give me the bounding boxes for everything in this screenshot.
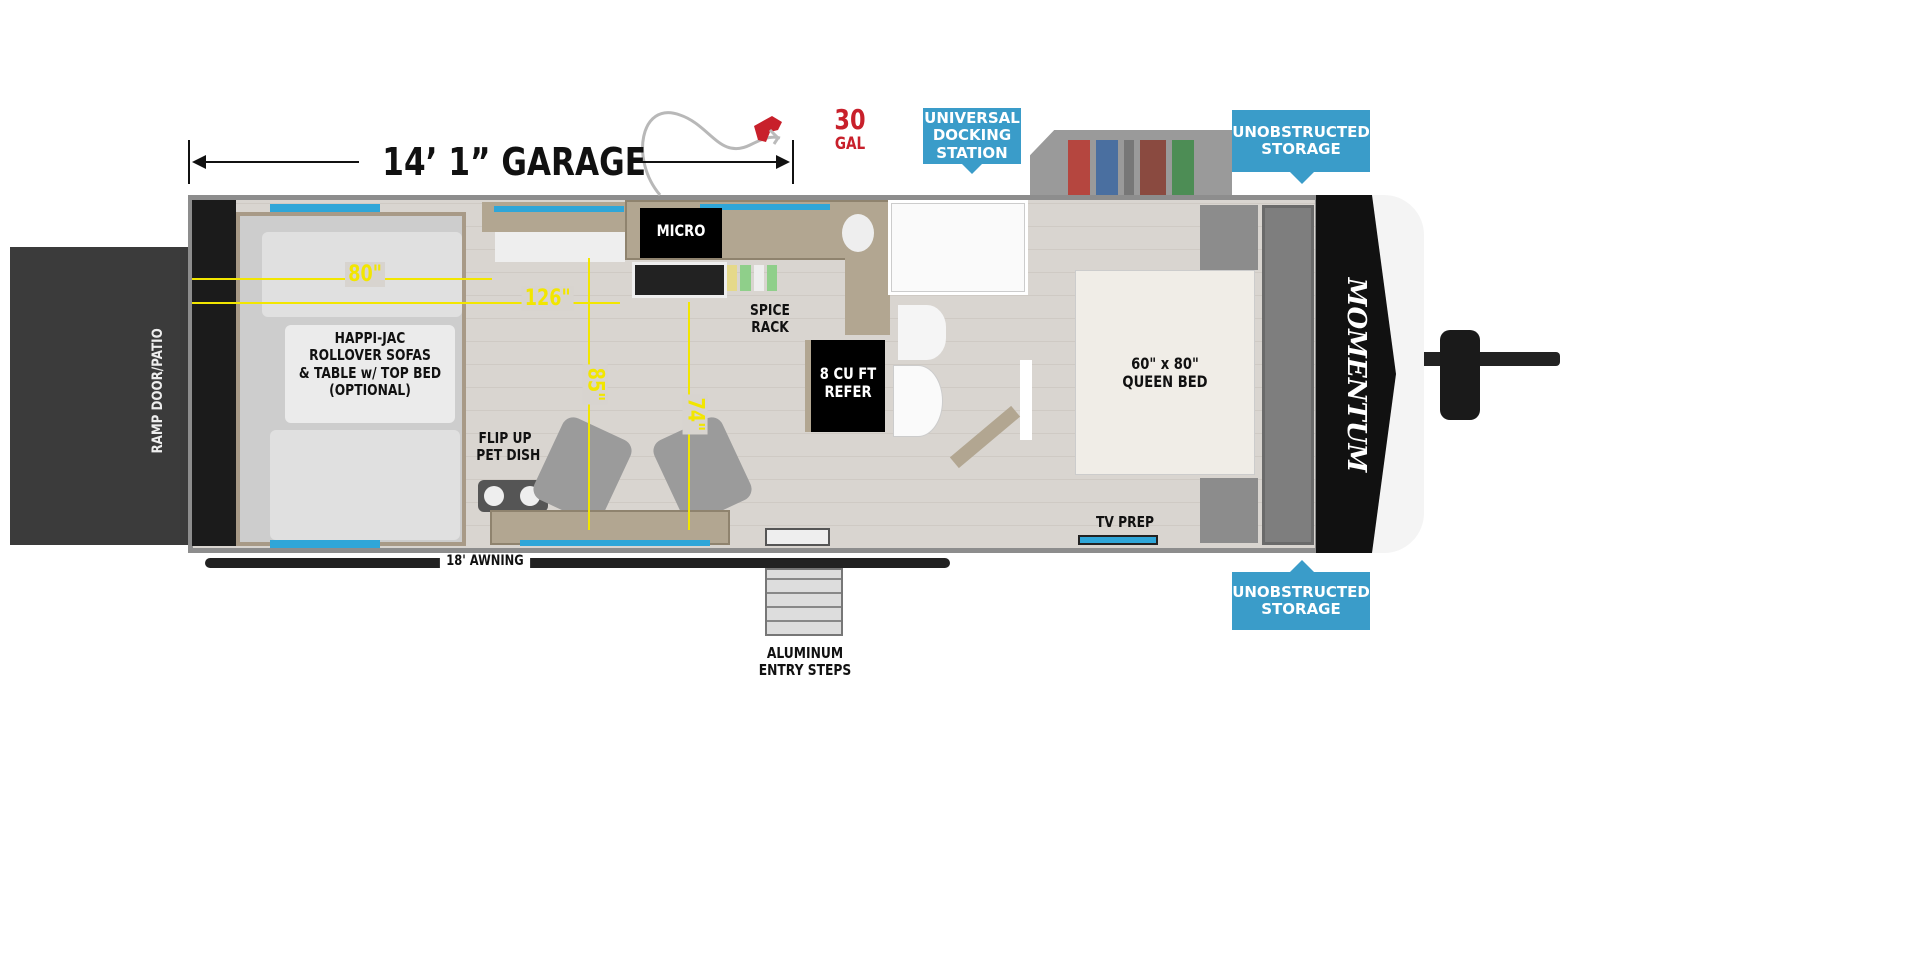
pet-bowl xyxy=(484,486,504,506)
dimension-80-label: 80" xyxy=(345,262,386,287)
entertainment-center xyxy=(490,510,730,545)
bathroom-sink xyxy=(893,365,943,437)
ramp-door-label: RAMP DOOR/PATIO xyxy=(149,328,166,454)
bathroom-wall xyxy=(1020,360,1032,440)
dimension-80-line xyxy=(192,278,492,280)
microwave-label: MICRO xyxy=(656,221,706,240)
fuel-capacity: 30 GAL xyxy=(834,103,866,154)
refrigerator xyxy=(805,340,885,432)
sofa-bottom xyxy=(270,430,460,540)
range xyxy=(632,262,727,298)
shower xyxy=(888,200,1028,295)
tv-prep-label: TV PREP xyxy=(1095,513,1155,531)
fuel-nozzle-icon xyxy=(754,116,782,145)
callout-pointer xyxy=(1290,172,1314,184)
front-storage xyxy=(1262,205,1314,545)
window xyxy=(1078,535,1158,545)
dimension-74-label: 74" xyxy=(682,394,708,435)
garage-length-label: 14’ 1” GARAGE xyxy=(382,140,647,184)
dimension-85-label: 85" xyxy=(582,364,608,405)
kitchen-l-counter xyxy=(845,255,890,335)
dimension-126-label: 126" xyxy=(521,286,574,311)
ramp-door xyxy=(10,247,192,545)
sofa-table xyxy=(285,325,455,423)
window xyxy=(700,204,830,210)
callout-pointer xyxy=(962,164,982,174)
toilet xyxy=(898,305,946,360)
nightstand xyxy=(1200,478,1258,543)
queen-bed xyxy=(1075,270,1255,475)
wardrobe-clothes xyxy=(1068,140,1218,196)
nightstand xyxy=(1200,205,1258,270)
front-cap: MOMENTUM xyxy=(1316,195,1424,553)
window xyxy=(270,540,380,548)
plate xyxy=(842,214,874,252)
garage-rear-wall xyxy=(192,200,236,546)
awning xyxy=(205,558,950,568)
spice-jars xyxy=(727,265,777,291)
jack xyxy=(1440,330,1480,420)
garage-dimension: 14’ 1” GARAGE xyxy=(188,140,794,184)
queen-bed-label: 60" x 80"QUEEN BED xyxy=(1122,354,1208,392)
microwave xyxy=(640,208,722,258)
hitch xyxy=(1410,352,1560,366)
window xyxy=(520,540,710,546)
callout-pointer xyxy=(1290,560,1314,572)
awning-label: 18' AWNING xyxy=(439,553,531,570)
window xyxy=(270,204,380,212)
entry-door xyxy=(765,528,830,546)
dimension-126-line xyxy=(192,302,620,304)
entry-steps xyxy=(765,568,843,636)
kitchen-sink-counter xyxy=(495,232,625,262)
window xyxy=(494,206,624,212)
brand-logo: MOMENTUM xyxy=(1341,277,1371,473)
